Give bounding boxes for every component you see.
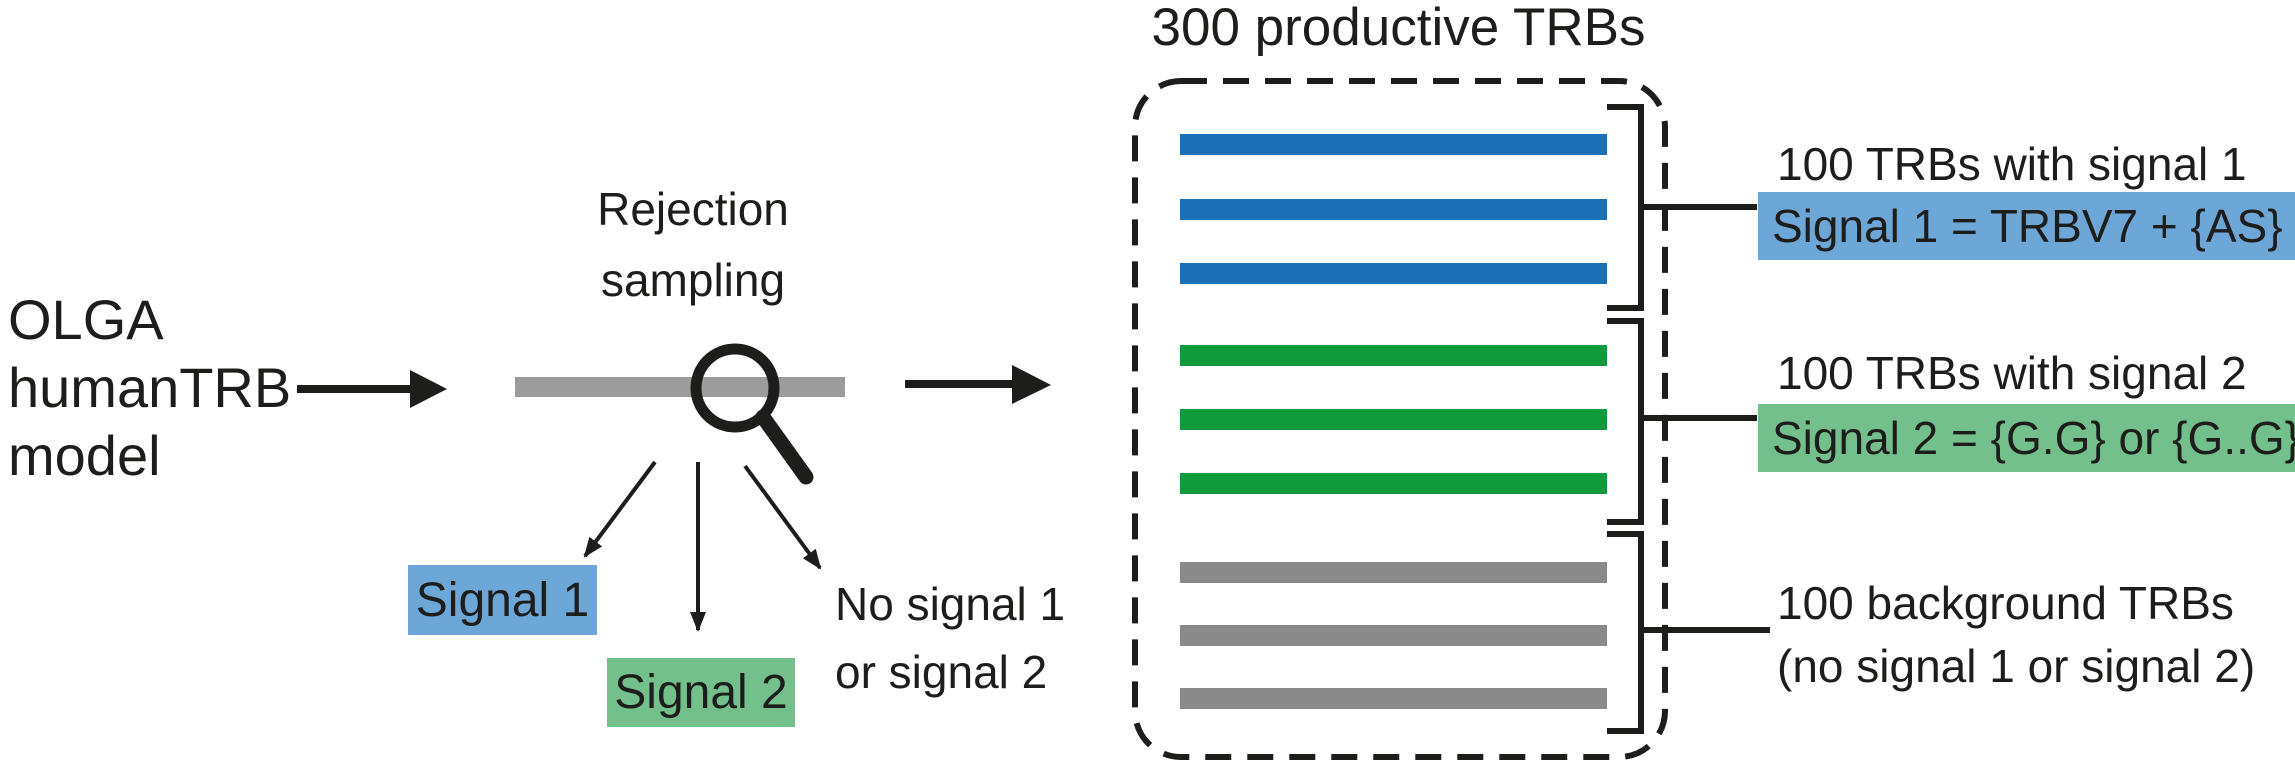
bracket-signal2-group [1607, 318, 1757, 525]
trb-bar-background [1180, 625, 1607, 646]
no-signal-line2: or signal 2 [835, 646, 1048, 698]
rejection-sampling-line1: Rejection [597, 183, 789, 235]
signal2-tag-label: Signal 2 [614, 666, 788, 719]
trb-bar-background [1180, 562, 1607, 583]
flow-arrow-2 [905, 365, 1051, 404]
annotation-signal1-definition: Signal 1 = TRBV7 + {AS} [1758, 192, 2295, 260]
no-signal-line1: No signal 1 [835, 578, 1066, 630]
source-model-line2: humanTRB [8, 356, 292, 419]
annotation-signal2-definition: Signal 2 = {G.G} or {G..G} [1758, 404, 2295, 472]
trb-bar-signal1 [1180, 199, 1607, 220]
flow-arrow-1 [297, 370, 447, 408]
magnifier-icon [690, 343, 814, 485]
no-signal-label: No signal 1 or signal 2 [835, 570, 1065, 706]
trb-bar-signal2 [1180, 473, 1607, 494]
sampling-sequence-bar [515, 377, 845, 397]
source-model-label: OLGA humanTRB model [8, 286, 291, 490]
trb-bar-signal1 [1180, 134, 1607, 155]
arrow-to-signal1 [583, 460, 657, 558]
annotation-background-line2: (no signal 1 or signal 2) [1777, 640, 2256, 692]
source-model-line3: model [8, 424, 161, 487]
annotation-signal1-count: 100 TRBs with signal 1 [1777, 138, 2247, 190]
signal2-tag: Signal 2 [607, 658, 795, 727]
rejection-sampling-label: Rejection sampling [540, 174, 846, 316]
bracket-background-group [1607, 531, 1770, 734]
rejection-sampling-line2: sampling [600, 254, 786, 306]
trb-bar-signal2 [1180, 345, 1607, 366]
annotation-signal2-definition-text: Signal 2 = {G.G} or {G..G} [1772, 412, 2295, 464]
arrow-to-no-signal [743, 464, 822, 570]
source-model-line1: OLGA [8, 288, 164, 351]
signal1-tag: Signal 1 [408, 565, 597, 635]
trb-bar-signal1 [1180, 263, 1607, 284]
trb-bar-signal2 [1180, 409, 1607, 430]
annotation-signal1-definition-text: Signal 1 = TRBV7 + {AS} [1772, 200, 2283, 252]
trb-bar-background [1180, 688, 1607, 709]
annotation-background-count: 100 background TRBs (no signal 1 or sign… [1777, 572, 2255, 698]
signal1-tag-label: Signal 1 [415, 573, 590, 627]
bracket-signal1-group [1607, 104, 1757, 311]
annotation-signal2-count: 100 TRBs with signal 2 [1777, 347, 2247, 399]
annotation-background-line1: 100 background TRBs [1777, 577, 2234, 629]
pool-title: 300 productive TRBs [1151, 0, 1646, 57]
